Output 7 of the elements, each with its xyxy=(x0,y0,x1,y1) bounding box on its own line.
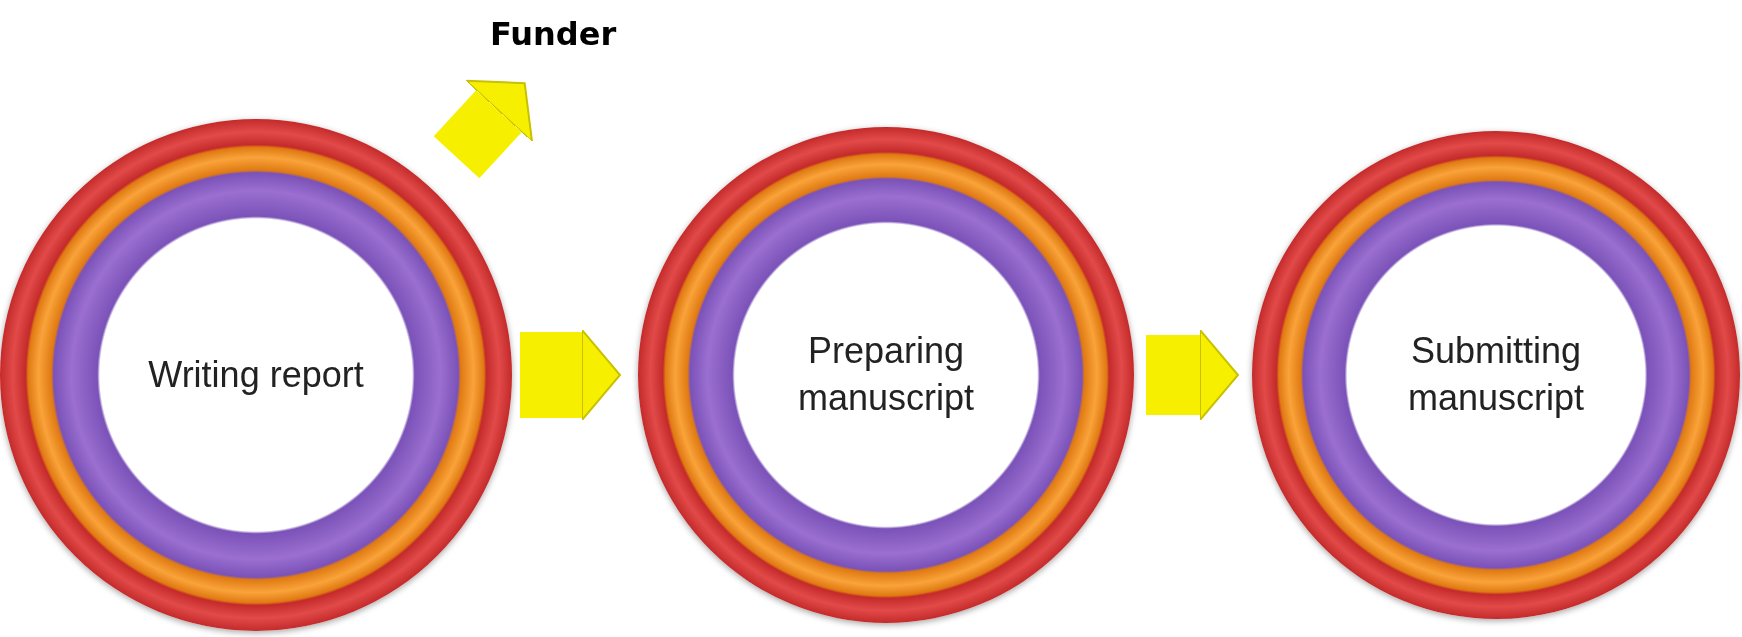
node-label: Preparing manuscript xyxy=(796,329,976,420)
node-label: Submitting manuscript xyxy=(1406,329,1586,420)
node-label: Funder xyxy=(490,14,617,55)
chevron-arrow xyxy=(520,329,621,421)
chevron-arrow xyxy=(433,79,534,179)
node-label: Writing report xyxy=(148,352,364,397)
chevron-arrow xyxy=(1146,329,1239,421)
